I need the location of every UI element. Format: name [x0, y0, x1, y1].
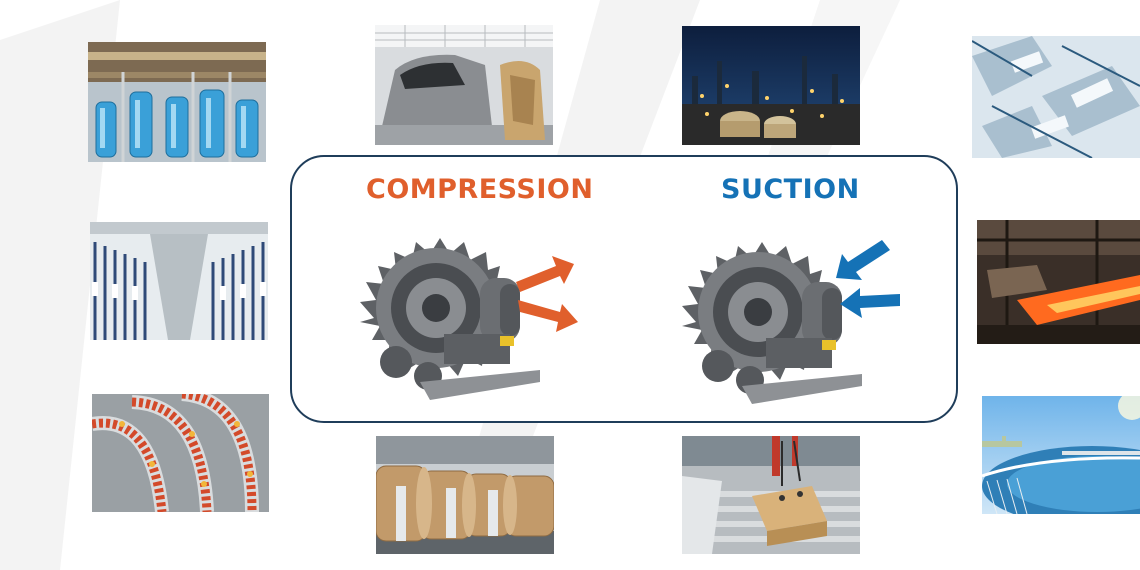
water-treatment-photo [982, 396, 1140, 514]
compression-title: COMPRESSION [366, 174, 594, 205]
car-paint-booth-photo [375, 25, 553, 145]
textile-spinning-photo [90, 222, 268, 340]
compression-blower-image [360, 238, 540, 400]
bottle-filling-photo [88, 42, 266, 162]
suction-arrows [836, 240, 900, 318]
paper-roll-photo [376, 436, 554, 554]
suction-title: SUCTION [721, 174, 860, 205]
compression-arrows [516, 256, 578, 332]
refinery-night-photo [682, 26, 860, 145]
machine-tooling-photo [972, 36, 1140, 158]
fruit-conveyor-photo [92, 394, 269, 512]
suction-blower-image [682, 242, 862, 404]
robot-packaging-photo [682, 436, 860, 554]
steel-mill-photo [977, 220, 1140, 344]
